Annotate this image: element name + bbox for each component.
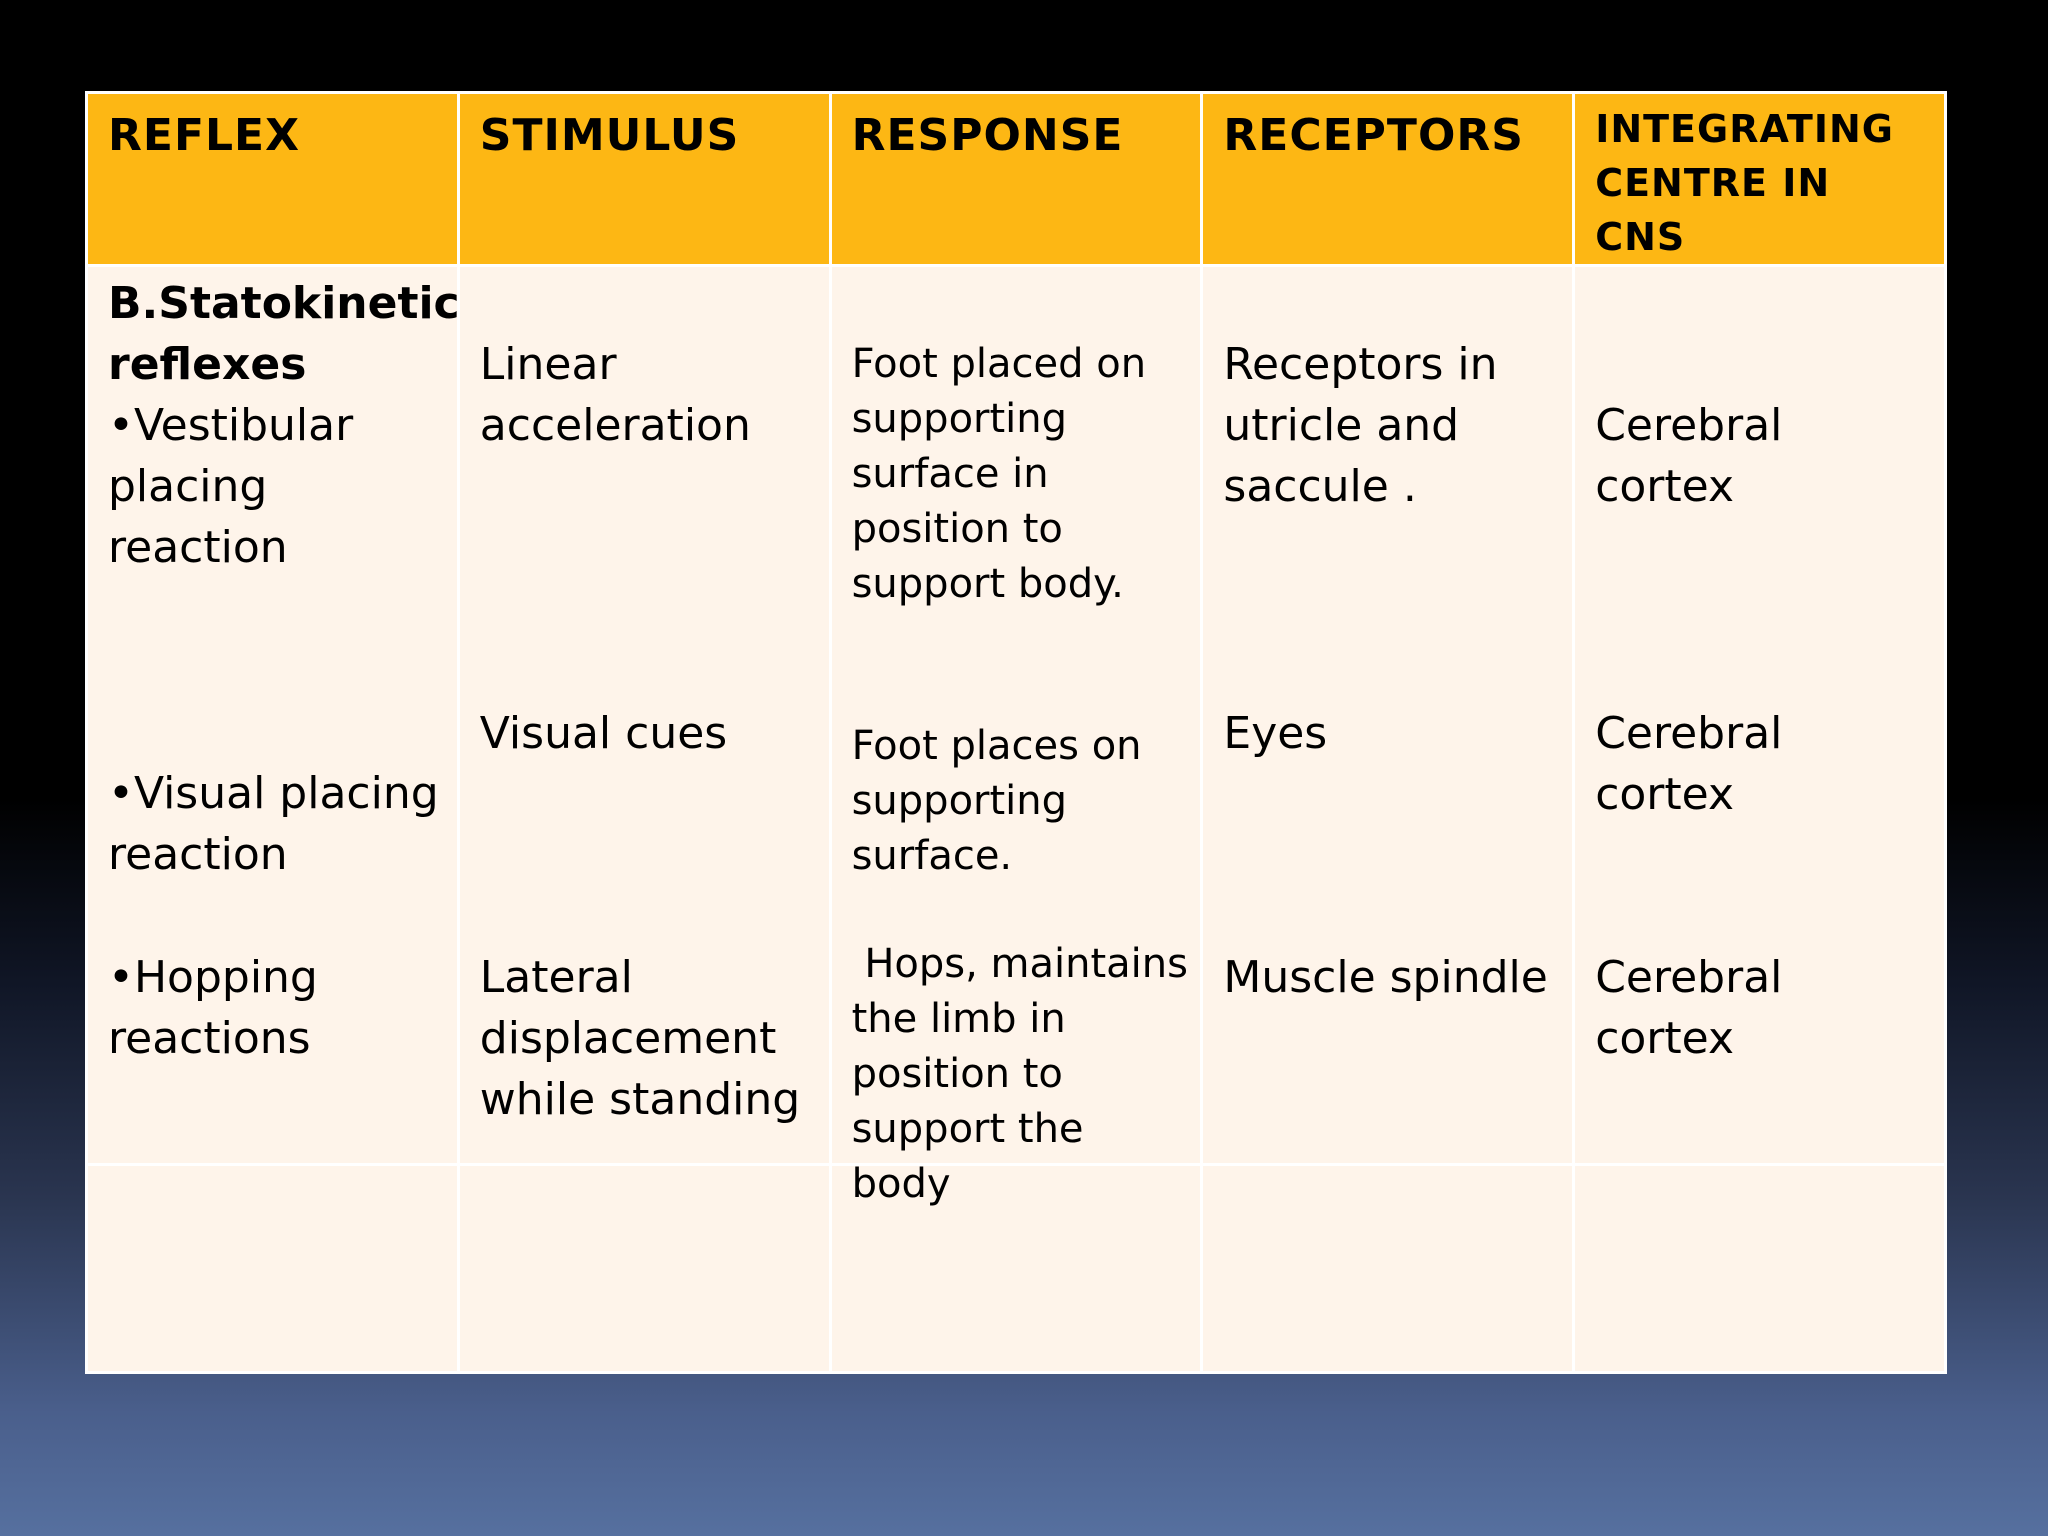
- response-vestibular: Foot placed on supporting surface in pos…: [851, 341, 1147, 607]
- integrating-centre-visual: Cerebral cortex: [1595, 708, 1783, 820]
- reflex-item-visual: •Visual placing reaction: [108, 768, 439, 880]
- response-visual: Foot places on supporting surface.: [851, 723, 1142, 879]
- integrating-centre-vestibular: Cerebral cortex: [1595, 400, 1783, 512]
- integrating-centre-hopping: Cerebral cortex: [1595, 952, 1783, 1064]
- table-row: B.Statokinetic reflexes •Vestibular plac…: [85, 264, 1947, 1207]
- reflex-cell: B.Statokinetic reflexes •Vestibular plac…: [85, 264, 460, 1166]
- header-receptors: RECEPTORS: [1200, 91, 1576, 267]
- empty-cell: [828, 1163, 1204, 1374]
- response-cell: Foot placed on supporting surface in pos…: [828, 264, 1204, 1207]
- header-integrating-centre: INTEGRATING CENTRE IN CNS: [1572, 91, 1947, 267]
- stimulus-cell: Linear acceleration Visual cues Lateral …: [456, 264, 832, 1166]
- table-row-empty: [85, 1163, 1947, 1374]
- header-row: REFLEX STIMULUS RESPONSE RECEPTORS INTEG…: [85, 91, 1947, 267]
- reflex-table: REFLEX STIMULUS RESPONSE RECEPTORS INTEG…: [85, 91, 1947, 1374]
- empty-cell: [85, 1163, 460, 1374]
- header-response: RESPONSE: [828, 91, 1204, 267]
- stimulus-hopping: Lateral displacement while standing: [479, 952, 801, 1125]
- reflex-item-vestibular: •Vestibular placing reaction: [108, 400, 354, 573]
- receptors-visual: Eyes: [1223, 708, 1328, 759]
- reflex-item-hopping: •Hopping reactions: [108, 952, 318, 1064]
- receptors-cell: Receptors in utricle and saccule . Eyes …: [1200, 264, 1576, 1166]
- stimulus-vestibular: Linear acceleration: [479, 339, 751, 451]
- receptors-hopping: Muscle spindle: [1223, 952, 1548, 1003]
- integrating-centre-cell: Cerebral cortex Cerebral cortex Cerebral…: [1572, 264, 1947, 1166]
- stimulus-visual: Visual cues: [479, 708, 728, 759]
- receptors-vestibular: Receptors in utricle and saccule .: [1223, 339, 1498, 512]
- empty-cell: [1200, 1163, 1576, 1374]
- empty-cell: [1572, 1163, 1947, 1374]
- header-stimulus: STIMULUS: [456, 91, 832, 267]
- empty-cell: [456, 1163, 832, 1374]
- reflex-group-title: B.Statokinetic reflexes: [108, 278, 460, 390]
- response-hopping: Hops, maintains the limb in position to …: [851, 941, 1201, 1207]
- reflex-table-container: REFLEX STIMULUS RESPONSE RECEPTORS INTEG…: [85, 91, 1947, 1374]
- header-reflex: REFLEX: [85, 91, 460, 267]
